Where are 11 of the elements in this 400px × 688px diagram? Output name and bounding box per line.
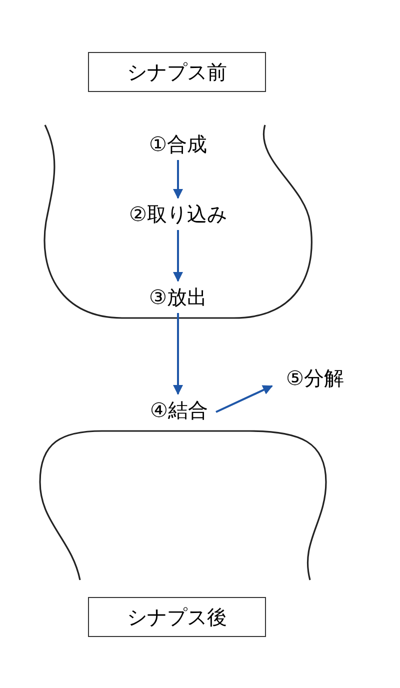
arrow bbox=[173, 313, 183, 395]
label-box: シナプス前 bbox=[88, 52, 266, 92]
step-label: ②取り込み bbox=[118, 200, 238, 228]
arrow bbox=[216, 385, 273, 413]
step-label: ③放出 bbox=[138, 283, 218, 311]
arrow bbox=[173, 230, 183, 282]
arrow bbox=[173, 160, 183, 199]
step-label: ①合成 bbox=[138, 130, 218, 158]
label-box: シナプス後 bbox=[88, 597, 266, 637]
step-label: ⑤分解 bbox=[272, 364, 358, 392]
step-label: ④結合 bbox=[146, 396, 212, 424]
